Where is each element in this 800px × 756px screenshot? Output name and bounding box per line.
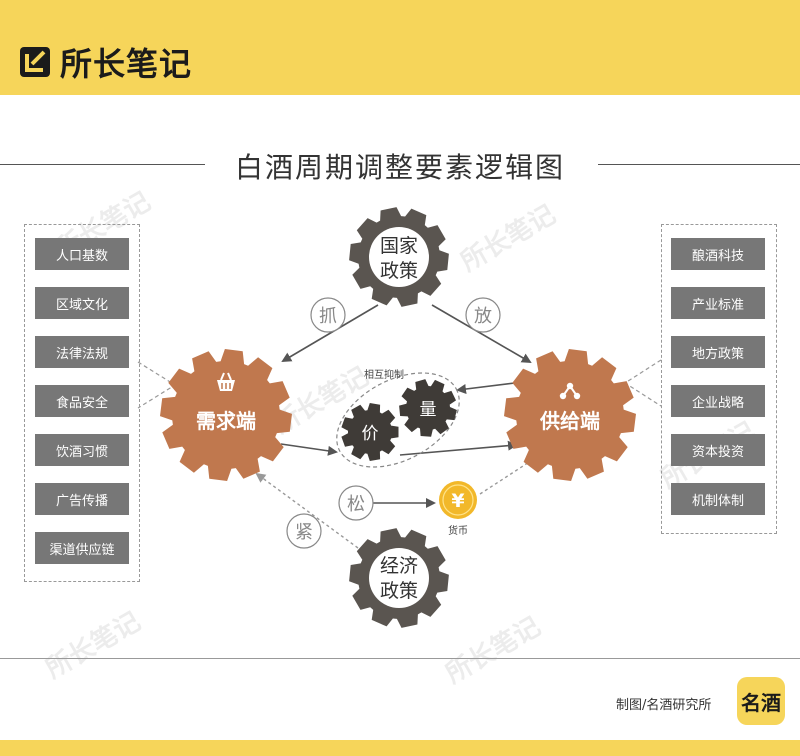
title-rule-left	[0, 164, 205, 165]
quantity-label: 量	[420, 400, 437, 420]
arrow-economic-to-demand	[255, 472, 359, 549]
left-factor-tag: 人口基数	[35, 238, 129, 270]
brand-logo: 所长笔记	[18, 42, 193, 83]
arrow-quantity-to-supply	[399, 440, 518, 456]
right-factor-box	[661, 224, 777, 534]
national-policy-label: 国家	[380, 235, 418, 257]
currency-coin-icon	[439, 481, 477, 519]
left-factor-tag: 食品安全	[35, 385, 129, 417]
left-factor-tag: 饮酒习惯	[35, 434, 129, 466]
tight-label: 紧	[295, 522, 313, 543]
corner-logo: 名酒	[737, 677, 785, 725]
mutual-restraint-outline	[336, 372, 460, 468]
currency-label: 货币	[448, 524, 468, 537]
footer-band	[0, 740, 800, 756]
release-label: 放	[474, 306, 492, 327]
mutual-restraint-label: 相互抑制	[364, 368, 404, 381]
right-factor-tag: 企业战略	[671, 385, 765, 417]
gear-supply	[504, 349, 636, 481]
right-factor-tag: 酿酒科技	[671, 238, 765, 270]
corner-logo-text: 名酒	[741, 690, 781, 715]
left-factor-tag: 区域文化	[35, 287, 129, 319]
basket-icon	[217, 372, 235, 391]
credit-text: 制图/名酒研究所	[616, 698, 712, 713]
page-title: 白酒周期调整要素逻辑图	[234, 151, 565, 184]
gear-price	[341, 403, 399, 461]
notebook-logo-icon	[20, 47, 50, 77]
bottom-rule	[0, 658, 800, 659]
left-factor-tag: 法律法规	[35, 336, 129, 368]
arrow-national-to-supply	[431, 304, 532, 364]
right-factor-tag: 资本投资	[671, 434, 765, 466]
gear-economic-policy	[349, 528, 449, 628]
release-label-circle	[465, 297, 501, 333]
grab-label: 抓	[319, 306, 337, 327]
supply-label: 供给端	[539, 409, 600, 433]
arrow-supply-to-quantity	[456, 381, 524, 394]
gear-national-policy	[349, 207, 449, 307]
arrow-national-to-demand	[281, 304, 379, 363]
arrow-demand-to-price	[280, 443, 338, 456]
loose-label: 松	[347, 494, 365, 515]
gear-quantity	[399, 379, 457, 437]
right-factor-tag: 产业标准	[671, 287, 765, 319]
economic-policy-label: 经济	[380, 555, 418, 577]
right-factor-tag: 地方政策	[671, 336, 765, 368]
left-factor-box	[24, 224, 140, 582]
economic-policy-label: 政策	[380, 580, 418, 602]
grab-label-circle	[310, 297, 346, 333]
demand-label: 需求端	[196, 409, 256, 433]
header-band	[0, 0, 800, 95]
left-factor-tag: 渠道供应链	[35, 532, 129, 564]
tight-label-circle	[286, 513, 322, 549]
share-network-icon	[559, 382, 581, 400]
right-factor-tag: 机制体制	[671, 483, 765, 515]
currency-symbol: ¥	[451, 490, 464, 512]
price-label: 价	[362, 424, 379, 444]
national-policy-label: 政策	[380, 260, 418, 282]
title-rule-right	[598, 164, 800, 165]
left-factor-tag: 广告传播	[35, 483, 129, 515]
loose-label-circle	[338, 485, 374, 521]
brand-name: 所长笔记	[60, 45, 193, 83]
gear-demand	[160, 349, 292, 481]
